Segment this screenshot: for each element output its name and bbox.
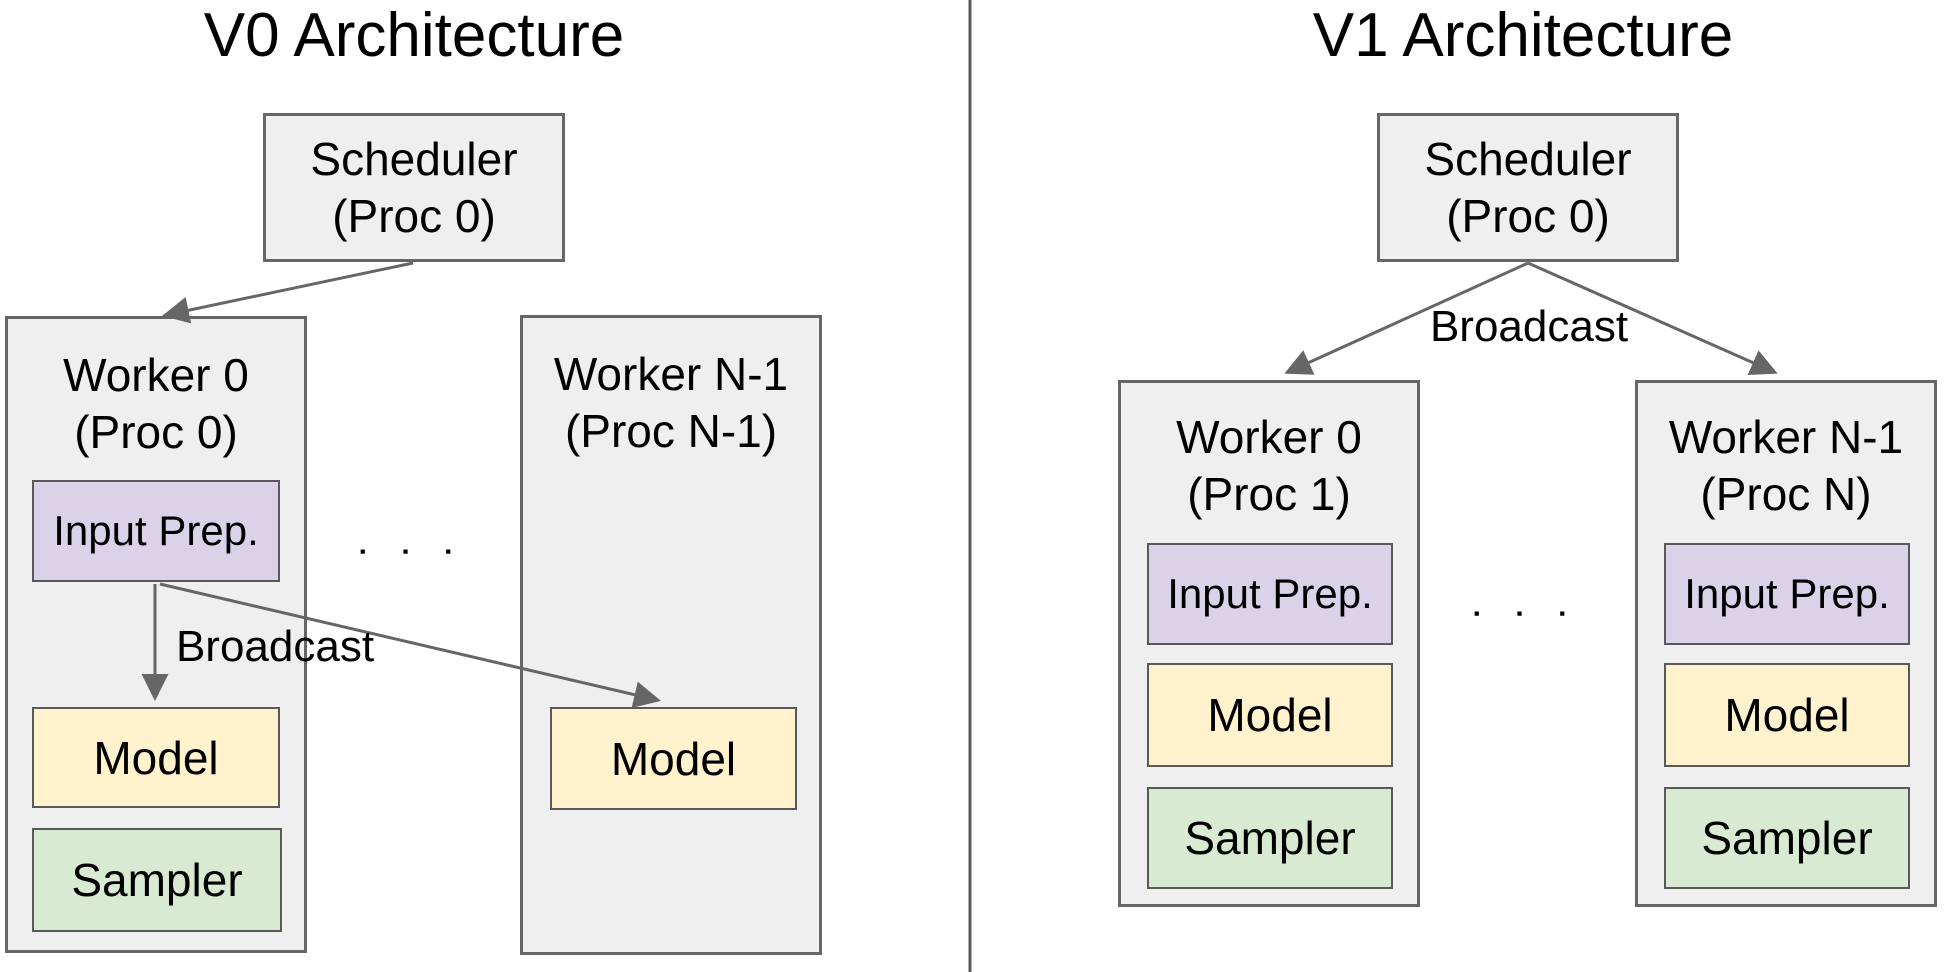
v0-broadcast-label: Broadcast [175, 622, 375, 671]
v0-scheduler-box: Scheduler (Proc 0) [263, 113, 565, 262]
v1-worker0-label-line2: (Proc 1) [1187, 468, 1351, 520]
v0-worker0-sampler-box: Sampler [32, 828, 282, 932]
v0-workerN-label-line1: Worker N-1 [553, 348, 789, 400]
v1-workerN-label-line1: Worker N-1 [1668, 411, 1904, 463]
v1-worker0-model-box: Model [1147, 663, 1393, 767]
v1-worker0-sampler-box: Sampler [1147, 787, 1393, 889]
v0-title: V0 Architecture [203, 1, 625, 70]
v0-ellipsis: ▪ ▪ ▪ [359, 542, 468, 561]
v0-worker0-label-line1: Worker 0 [63, 349, 249, 401]
v0-worker0-input-prep-box: Input Prep. [32, 480, 280, 582]
v1-workerN-model-box: Model [1664, 663, 1910, 767]
v1-workerN-label: Worker N-1 (Proc N) [1638, 383, 1934, 523]
v0-workerN-model-box: Model [550, 707, 797, 810]
v1-scheduler-label-line2: (Proc 0) [1446, 189, 1610, 242]
v0-scheduler-label-line2: (Proc 0) [332, 189, 496, 242]
v1-worker0-input-prep-box: Input Prep. [1147, 543, 1393, 645]
v0-workerN-label: Worker N-1 (Proc N-1) [523, 318, 819, 460]
v0-worker0-label-line2: (Proc 0) [74, 406, 238, 458]
v1-broadcast-label: Broadcast [1429, 302, 1629, 351]
v0-worker0-label: Worker 0 (Proc 0) [8, 319, 304, 461]
v1-title: V1 Architecture [1312, 1, 1734, 70]
v0-workerN-box: Worker N-1 (Proc N-1) [520, 315, 822, 955]
v0-scheduler-to-worker0-arrow [162, 261, 414, 324]
v1-workerN-sampler-box: Sampler [1664, 787, 1910, 889]
v1-workerN-label-line2: (Proc N) [1700, 468, 1872, 520]
v1-scheduler-label-line1: Scheduler [1424, 132, 1632, 185]
v0-worker0-model-box: Model [32, 707, 280, 808]
v1-worker0-label-line1: Worker 0 [1176, 411, 1362, 463]
v0-workerN-label-line2: (Proc N-1) [564, 405, 778, 457]
v1-ellipsis: ▪ ▪ ▪ [1473, 604, 1582, 623]
v1-scheduler-box: Scheduler (Proc 0) [1377, 113, 1679, 262]
v1-worker0-label: Worker 0 (Proc 1) [1121, 383, 1417, 523]
v0-scheduler-label-line1: Scheduler [310, 132, 518, 185]
v1-workerN-input-prep-box: Input Prep. [1664, 543, 1910, 645]
